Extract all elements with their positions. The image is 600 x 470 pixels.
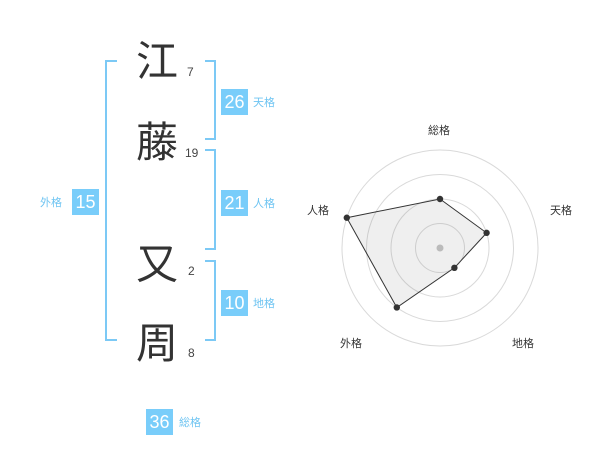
soukaku-label: 総格 <box>179 416 201 429</box>
radar-axis-label-gaikaku: 外格 <box>340 337 362 350</box>
radar-data-point-2 <box>483 229 490 237</box>
name-char-3: 又 <box>135 240 178 289</box>
stroke-count-1: 7 <box>187 65 194 79</box>
chikaku-value: 10 <box>221 290 248 316</box>
radar-data-point-5 <box>343 214 350 221</box>
tenkaku-value: 26 <box>221 89 248 115</box>
jinkaku-label: 人格 <box>253 197 275 210</box>
radar-data-point-4 <box>393 304 400 311</box>
radar-ring-3 <box>366 174 514 322</box>
chikaku-label: 地格 <box>253 297 275 310</box>
gaikaku-label: 外格 <box>40 196 62 209</box>
radar-axis-label-jinkaku: 人格 <box>307 204 329 217</box>
radar-axis-label-soukaku: 総格 <box>428 124 450 137</box>
soukaku-value: 36 <box>146 409 173 435</box>
stroke-count-2: 19 <box>185 146 199 160</box>
radar-data-point-1 <box>436 195 444 203</box>
radar-data-point-3 <box>451 264 458 272</box>
stroke-count-3: 2 <box>188 264 195 278</box>
name-char-1: 江 <box>135 37 178 86</box>
radar-axis-label-chikaku: 地格 <box>512 337 534 350</box>
name-char-4: 周 <box>135 319 178 368</box>
radar-center-dot <box>436 244 444 252</box>
jinkaku-value: 21 <box>221 190 248 216</box>
radar-data-polygon <box>346 198 488 309</box>
gaikaku-value: 15 <box>72 189 99 215</box>
radar-ring-1 <box>415 223 465 273</box>
stroke-count-4: 8 <box>188 346 195 360</box>
tenkaku-label: 天格 <box>253 96 275 109</box>
name-char-2: 藤 <box>135 118 178 167</box>
radar-axis-label-tenkaku: 天格 <box>550 204 572 217</box>
